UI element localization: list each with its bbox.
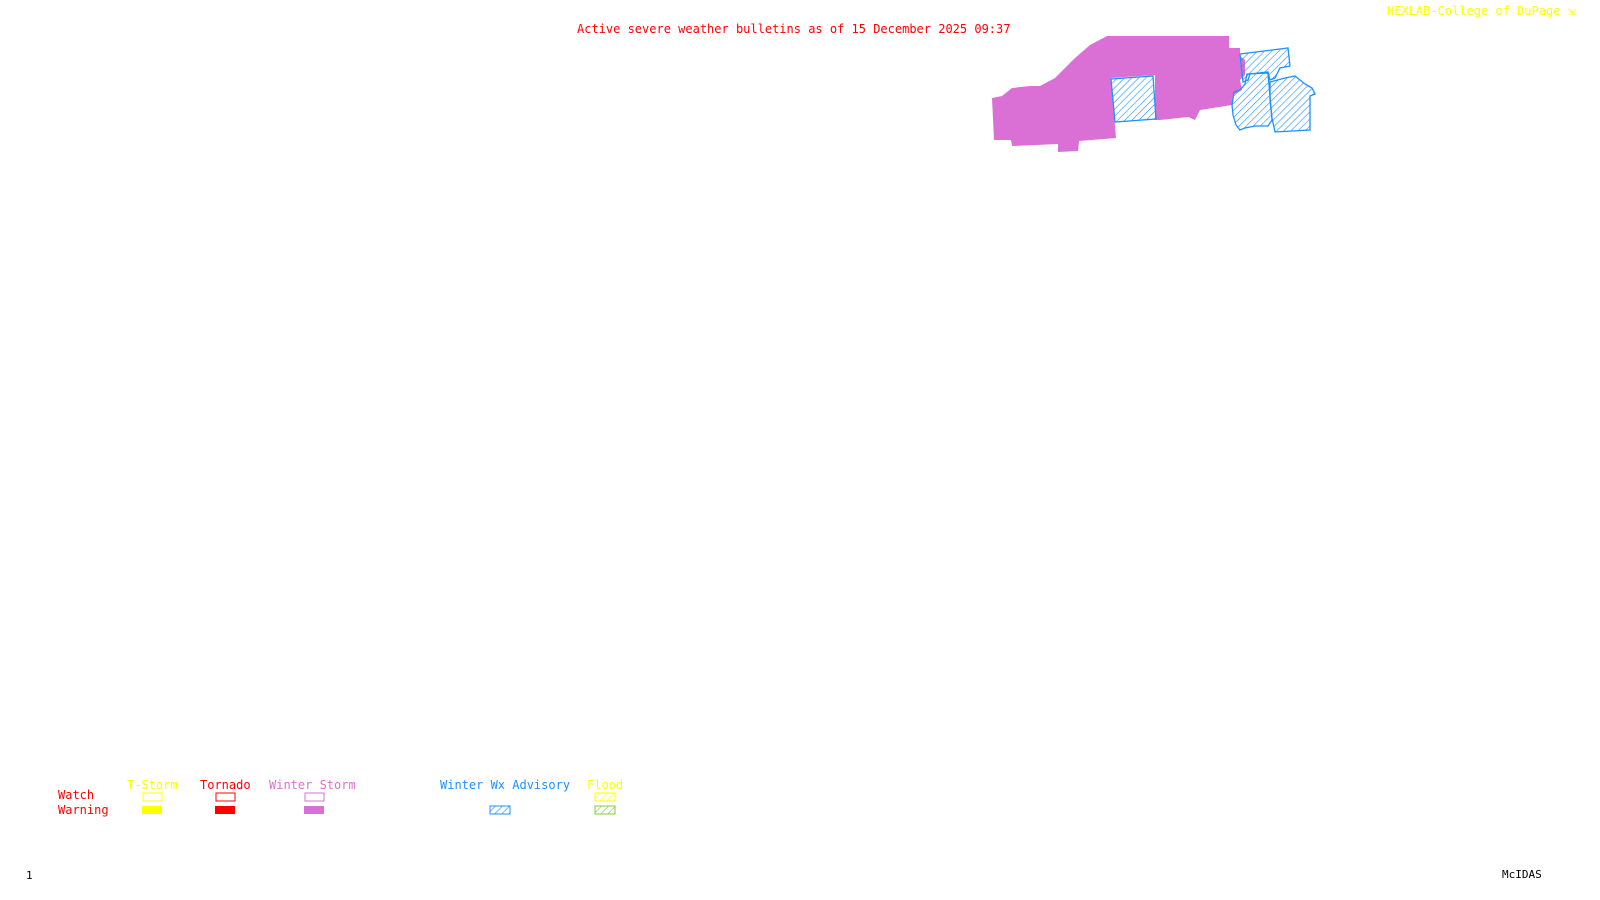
legend-tstorm-watch-swatch (142, 792, 163, 802)
winter-storm-warning-area (992, 36, 1245, 152)
legend-tornado-label: Tornado (200, 778, 251, 792)
credit-label: NEXLAB-College of DuPage ⇲ (1387, 5, 1575, 17)
legend-flood-warning-swatch (594, 805, 616, 815)
legend-flood-watch-swatch (594, 792, 616, 802)
legend-warning-label: Warning (58, 803, 109, 817)
software-label: McIDAS (1502, 868, 1542, 881)
credit-text: NEXLAB-College of DuPage (1387, 4, 1561, 18)
map-title: Active severe weather bulletins as of 15… (577, 22, 1011, 36)
winter-wx-advisory-area (1269, 75, 1316, 133)
legend-winter-storm-warning-swatch (304, 806, 324, 814)
winter-wx-advisory-area (1231, 72, 1273, 131)
legend-tstorm-label: T-Storm (127, 778, 178, 792)
legend-winter-storm-label: Winter Storm (269, 778, 356, 792)
legend-winter-wx-advisory-swatch (489, 805, 511, 815)
legend-tornado-watch-swatch (215, 792, 236, 802)
legend-tornado-warning-swatch (215, 806, 235, 814)
legend-flood-label: Flood (587, 778, 624, 792)
frame-number: 1 (26, 869, 33, 882)
arrow-icon: ⇲ (1567, 4, 1575, 18)
legend-winter-storm-watch-swatch (304, 792, 325, 802)
legend-winter-wx-advisory-label: Winter Wx Advisory (440, 778, 571, 792)
winter-wx-advisory-area (1110, 75, 1157, 123)
legend-watch-label: Watch (58, 788, 95, 802)
legend-tstorm-warning-swatch (142, 806, 162, 814)
